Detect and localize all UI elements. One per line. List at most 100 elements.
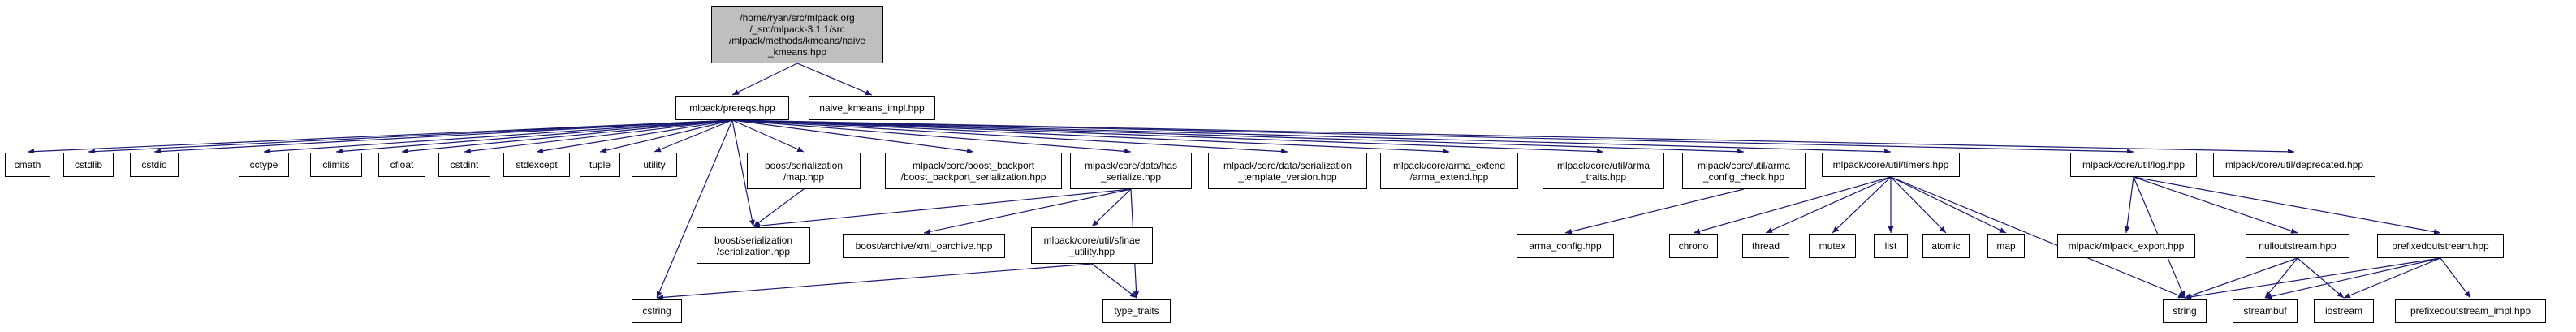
graph-node-tuple[interactable]: tuple (580, 153, 620, 177)
include-edge-has_serialize-to-sfinae (1091, 188, 1132, 227)
graph-node-naive_kmeans[interactable]: /home/ryan/src/mlpack.org/_src/mlpack-3.… (711, 6, 883, 63)
graph-node-cstdlib[interactable]: cstdlib (63, 153, 114, 177)
graph-node-boost_ser_serialization[interactable]: boost/serialization/serialization.hpp (697, 227, 810, 264)
graph-node-label: /map.hpp (783, 170, 825, 183)
graph-node-log[interactable]: mlpack/core/util/log.hpp (2070, 153, 2197, 177)
graph-node-arma_config_check[interactable]: mlpack/core/util/arma_config_check.hpp (1682, 153, 1806, 189)
graph-node-label: type_traits (1114, 305, 1159, 317)
graph-node-cfloat[interactable]: cfloat (378, 153, 425, 177)
graph-node-ser_template[interactable]: mlpack/core/data/serialization_template_… (1208, 153, 1367, 189)
include-edge-prereqs-to-cctype (263, 119, 733, 154)
graph-node-label: string (2173, 305, 2197, 317)
graph-node-arma_extend[interactable]: mlpack/core/arma_extend/arma_extend.hpp (1380, 153, 1518, 189)
graph-node-has_serialize[interactable]: mlpack/core/data/has_serialize.hpp (1070, 153, 1192, 189)
include-edge-prereqs-to-arma_config_check (731, 119, 1745, 155)
graph-node-label: boost/serialization (764, 159, 844, 171)
graph-node-atomic[interactable]: atomic (1922, 234, 1970, 258)
graph-node-label: thread (1751, 240, 1780, 252)
graph-node-cstdio[interactable]: cstdio (130, 153, 179, 177)
graph-node-arma_traits[interactable]: mlpack/core/util/arma_traits.hpp (1543, 153, 1664, 189)
graph-node-list[interactable]: list (1874, 234, 1908, 258)
include-edge-timers-to-atomic (1890, 176, 1947, 234)
graph-node-prefixed_impl[interactable]: prefixedoutstream_impl.hpp (2395, 299, 2546, 323)
include-edge-has_serialize-to-xml_oarchive (923, 188, 1132, 235)
include-edge-prereqs-to-cfloat (401, 119, 733, 154)
include-edge-naive_kmeans-to-prereqs (731, 63, 798, 96)
include-edge-prereqs-to-log (731, 119, 2134, 155)
include-edge-naive_kmeans-to-naive_impl (796, 63, 873, 96)
graph-node-label: nulloutstream.hpp (2259, 240, 2337, 252)
include-edge-prereqs-to-deprecated (731, 119, 2295, 155)
graph-node-cctype[interactable]: cctype (239, 153, 289, 177)
graph-node-label: _config_check.hpp (1702, 170, 1785, 183)
graph-node-string[interactable]: string (2163, 299, 2207, 323)
graph-node-label: utility (643, 159, 666, 170)
graph-node-nulloutstream[interactable]: nulloutstream.hpp (2246, 234, 2349, 258)
graph-node-label: mlpack/prereqs.hpp (689, 102, 775, 114)
graph-node-backport[interactable]: mlpack/core/boost_backport/boost_backpor… (885, 153, 1062, 189)
graph-node-naive_impl[interactable]: naive_kmeans_impl.hpp (809, 96, 935, 120)
graph-node-label: mlpack/core/boost_backport (912, 159, 1035, 171)
graph-node-cstdint[interactable]: cstdint (438, 153, 490, 177)
graph-node-xml_oarchive[interactable]: boost/archive/xml_oarchive.hpp (843, 234, 1005, 258)
graph-node-label: cfloat (390, 159, 414, 170)
include-edge-boost_ser_map-to-boost_ser_serialization (753, 188, 805, 227)
graph-node-boost_ser_map[interactable]: boost/serialization/map.hpp (747, 153, 861, 189)
include-edge-log-to-prefixedoutstream (2133, 176, 2441, 235)
graph-node-iostream[interactable]: iostream (2314, 299, 2374, 323)
include-edge-log-to-mlpack_export (2124, 176, 2134, 234)
include-edge-prereqs-to-cstdint (464, 119, 733, 154)
graph-node-timers[interactable]: mlpack/core/util/timers.hpp (1822, 153, 1960, 177)
graph-node-label: cmath (14, 159, 41, 170)
include-edge-prereqs-to-tuple (599, 119, 733, 153)
graph-node-label: boost/archive/xml_oarchive.hpp (855, 240, 993, 252)
graph-node-streambuf[interactable]: streambuf (2233, 299, 2298, 323)
graph-node-chrono[interactable]: chrono (1669, 234, 1718, 258)
graph-node-label: mlpack/core/util/sfinae (1043, 234, 1141, 246)
include-edge-timers-to-mutex (1832, 176, 1892, 234)
graph-node-label: /mlpack/methods/kmeans/naive (728, 35, 866, 46)
include-edge-prereqs-to-timers (731, 119, 1892, 155)
graph-node-label: _kmeans.hpp (767, 46, 827, 58)
graph-node-mlpack_export[interactable]: mlpack/mlpack_export.hpp (2057, 234, 2195, 258)
include-edge-timers-to-string (1890, 176, 2186, 299)
graph-node-label: arma_config.hpp (1529, 240, 1602, 252)
graph-node-cmath[interactable]: cmath (5, 153, 50, 177)
graph-node-prefixedoutstream[interactable]: prefixedoutstream.hpp (2377, 234, 2504, 258)
graph-node-label: cstring (642, 305, 671, 317)
graph-node-label: _template_version.hpp (1238, 170, 1337, 183)
include-edge-has_serialize-to-boost_ser_serialization (753, 188, 1132, 229)
include-edge-arma_config_check-to-arma_config (1564, 188, 1745, 235)
include-edge-prereqs-to-cmath (27, 119, 733, 155)
graph-node-label: mlpack/core/util/arma (1556, 159, 1650, 171)
include-edge-timers-to-chrono (1693, 176, 1892, 235)
graph-node-arma_config[interactable]: arma_config.hpp (1517, 234, 1614, 258)
graph-node-utility[interactable]: utility (632, 153, 677, 177)
include-edge-prereqs-to-cstdio (153, 119, 733, 155)
graph-node-stdexcept[interactable]: stdexcept (503, 153, 570, 177)
graph-node-sfinae[interactable]: mlpack/core/util/sfinae_utility.hpp (1031, 227, 1153, 264)
graph-node-thread[interactable]: thread (1742, 234, 1789, 258)
graph-node-map[interactable]: map (1987, 234, 2025, 258)
graph-node-prereqs[interactable]: mlpack/prereqs.hpp (675, 96, 789, 120)
graph-node-deprecated[interactable]: mlpack/core/util/deprecated.hpp (2213, 153, 2375, 177)
graph-node-label: mlpack/core/data/has (1084, 159, 1178, 171)
include-edge-prefixedoutstream-to-iostream (2343, 257, 2441, 299)
graph-node-label: cctype (249, 159, 278, 170)
graph-node-label: list (1884, 240, 1897, 252)
include-edge-prereqs-to-has_serialize (731, 119, 1132, 154)
graph-node-label: /boost_backport_serialization.hpp (900, 170, 1046, 183)
graph-node-mutex[interactable]: mutex (1809, 234, 1856, 258)
graph-node-label: atomic (1931, 240, 1961, 252)
graph-node-climits[interactable]: climits (310, 153, 362, 177)
graph-node-type_traits[interactable]: type_traits (1102, 299, 1171, 323)
graph-node-label: _serialize.hpp (1100, 170, 1162, 183)
include-edge-prereqs-to-arma_extend (731, 119, 1450, 155)
graph-node-label: tuple (589, 159, 611, 170)
graph-node-label: mlpack/core/util/timers.hpp (1832, 159, 1949, 170)
graph-node-label: map (1996, 240, 2016, 252)
graph-node-label: prefixedoutstream.hpp (2392, 240, 2489, 252)
graph-node-cstring[interactable]: cstring (632, 299, 682, 323)
include-edge-prereqs-to-arma_traits (731, 119, 1604, 155)
